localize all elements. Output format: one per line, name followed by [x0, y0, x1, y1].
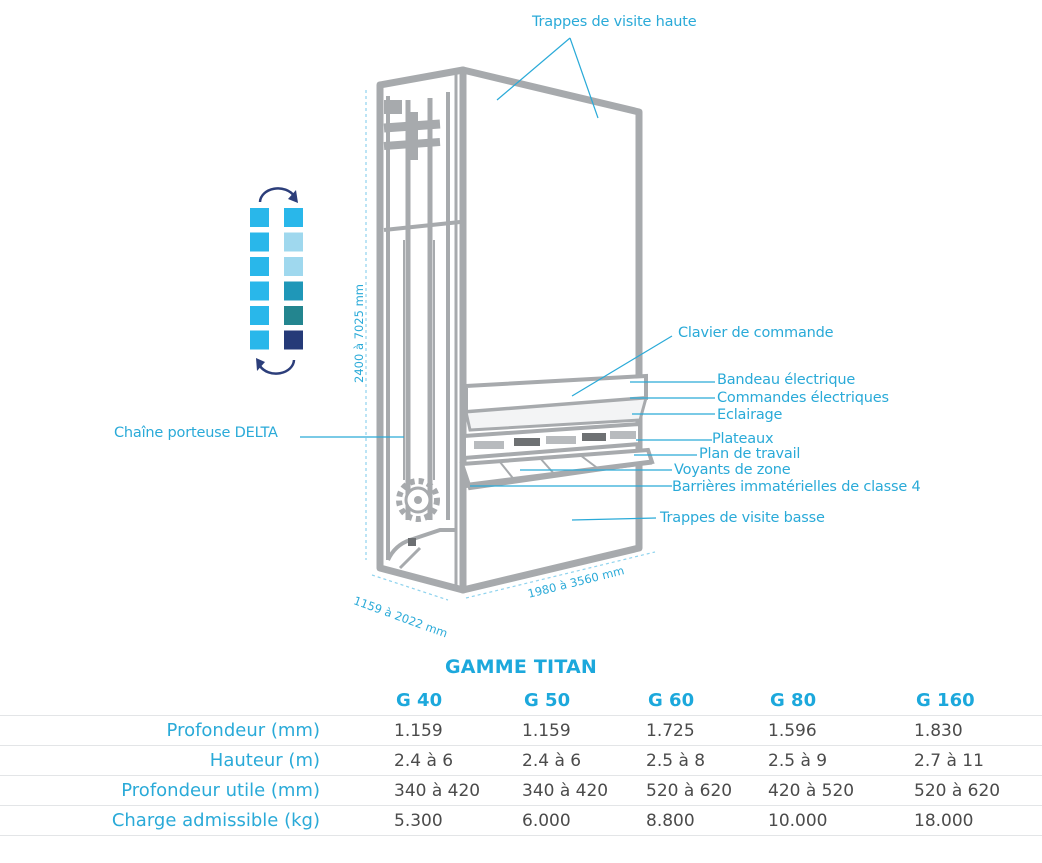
table-cell: 340 à 420 — [512, 775, 636, 806]
label-plateaux: Plateaux — [712, 431, 774, 447]
label-clavier: Clavier de commande — [678, 325, 834, 341]
tray-square-left — [250, 306, 269, 325]
table-cell: 10.000 — [758, 805, 904, 836]
table-cell: 1.830 — [904, 715, 1042, 746]
table-cell: 2.4 à 6 — [384, 745, 512, 776]
tray-square-left — [250, 330, 269, 350]
table-cell: 2.5 à 8 — [636, 745, 758, 776]
rotate-top-arrow-icon — [258, 187, 298, 203]
tray-square-left — [250, 281, 269, 301]
row-label: Profondeur (mm) — [0, 715, 384, 746]
specs-table: G 40 G 50 G 60 G 80 G 160 Profondeur (mm… — [0, 686, 1042, 836]
table-cell: 420 à 520 — [758, 775, 904, 806]
table-row: Charge admissible (kg) 5.300 6.000 8.800… — [0, 805, 1042, 836]
table-cell: 1.159 — [512, 715, 636, 746]
table-row: Profondeur utile (mm) 340 à 420 340 à 42… — [0, 775, 1042, 806]
table-cell: 520 à 620 — [636, 775, 758, 806]
row-label: Charge admissible (kg) — [0, 805, 384, 836]
tray-square-right — [284, 330, 303, 350]
column-header: G 160 — [904, 686, 1042, 716]
table-cell: 340 à 420 — [384, 775, 512, 806]
table-cell: 2.5 à 9 — [758, 745, 904, 776]
operator-bay — [459, 373, 655, 491]
table-title: GAMME TITAN — [444, 656, 598, 678]
tray-square-left — [250, 257, 269, 276]
label-trappes-basse: Trappes de visite basse — [660, 510, 825, 526]
column-header: G 50 — [512, 686, 636, 716]
row-label: Profondeur utile (mm) — [0, 775, 384, 806]
tray-square-right — [284, 281, 303, 301]
label-commandes: Commandes électriques — [717, 390, 889, 406]
cabinet-front-face — [459, 66, 643, 594]
table-cell: 18.000 — [904, 805, 1042, 836]
column-header: G 60 — [636, 686, 758, 716]
table-cell: 8.800 — [636, 805, 758, 836]
leader-lines — [300, 37, 715, 521]
label-eclairage: Eclairage — [717, 407, 783, 423]
table-cell: 6.000 — [512, 805, 636, 836]
tray-square-right — [284, 232, 303, 252]
column-header: G 40 — [384, 686, 512, 716]
column-header: G 80 — [758, 686, 904, 716]
table-cell: 5.300 — [384, 805, 512, 836]
dimension-lines — [365, 90, 656, 601]
table-cell: 1.159 — [384, 715, 512, 746]
gear-icon — [396, 478, 440, 522]
label-plan-travail: Plan de travail — [699, 446, 801, 462]
dimension-height: 2400 à 7025 mm — [351, 284, 366, 383]
cabinet-bottom-edge — [379, 565, 464, 593]
table-cell: 2.4 à 6 — [512, 745, 636, 776]
rotate-bottom-arrow-icon — [256, 358, 296, 375]
machine-diagram — [250, 37, 715, 601]
tray-square-left — [250, 232, 269, 252]
table-cell: 1.596 — [758, 715, 904, 746]
tray-square-right — [284, 257, 303, 276]
tray-square-right — [284, 208, 303, 227]
tray-square-left — [250, 208, 269, 227]
tray-color-legend — [250, 208, 303, 350]
table-cell: 2.7 à 11 — [904, 745, 1042, 776]
chain — [403, 240, 435, 480]
label-chaine: Chaîne porteuse DELTA — [114, 425, 278, 441]
table-cell: 1.725 — [636, 715, 758, 746]
table-header-row: G 40 G 50 G 60 G 80 G 160 — [0, 686, 1042, 716]
row-label: Hauteur (m) — [0, 745, 384, 776]
header-spacer — [0, 686, 384, 716]
label-voyants: Voyants de zone — [674, 462, 791, 478]
table-cell: 520 à 620 — [904, 775, 1042, 806]
label-trappes-haute: Trappes de visite haute — [532, 14, 697, 30]
label-barrieres: Barrières immatérielles de classe 4 — [672, 479, 921, 495]
table-row: Hauteur (m) 2.4 à 6 2.4 à 6 2.5 à 8 2.5 … — [0, 745, 1042, 776]
tray-square-right — [284, 306, 303, 325]
label-bandeau: Bandeau électrique — [717, 372, 856, 388]
table-row: Profondeur (mm) 1.159 1.159 1.725 1.596 … — [0, 715, 1042, 746]
cabinet-details — [383, 72, 461, 588]
